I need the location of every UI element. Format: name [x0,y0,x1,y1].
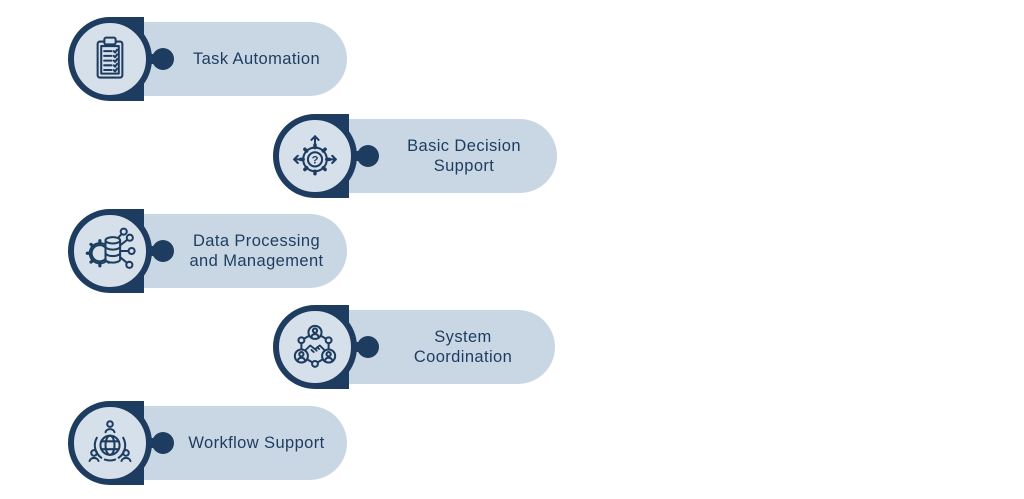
connector-dot [357,336,379,358]
icon-circle: ? [273,114,357,198]
globe-people-icon [88,420,132,463]
icon-circle [273,305,357,389]
capability-item-system-coordination: System Coordination [273,304,555,390]
connector-dot [152,48,174,70]
capability-label: Workflow Support [188,433,325,452]
capability-label: Data Processing and Management [189,231,324,270]
capability-item-task-automation: Task Automation [68,16,347,102]
icon-circle [68,209,152,293]
capability-item-basic-decision-support: Basic Decision Support [273,113,557,199]
connector-dot [152,432,174,454]
clipboard-checklist-icon [96,36,124,79]
capability-label: Task Automation [192,49,321,68]
gear-database-network-icon [85,227,136,269]
connector-dot [357,145,379,167]
capability-item-data-processing: Data Processing and Management [68,208,347,294]
icon-circle [68,17,152,101]
gear-question-icon: ? [293,135,337,176]
handshake-network-icon [293,324,337,368]
icon-circle [68,401,152,485]
capability-label: System Coordination [413,327,513,366]
capability-label: Basic Decision Support [407,136,521,175]
connector-dot [152,240,174,262]
svg-text:?: ? [312,154,319,166]
capability-item-workflow-support: Workflow Support [68,400,347,486]
